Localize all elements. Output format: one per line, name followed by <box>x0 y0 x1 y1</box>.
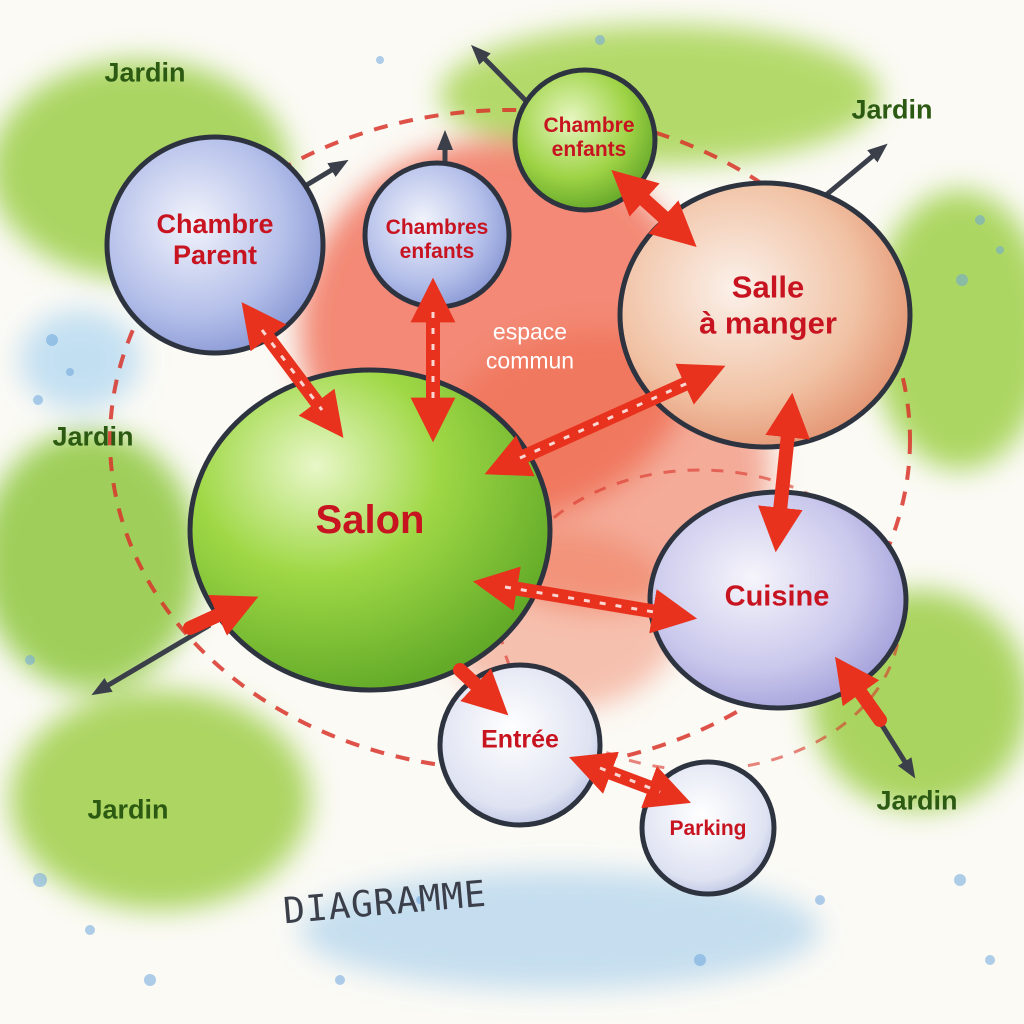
arrow-highlights <box>260 312 691 794</box>
arrow-entry-in <box>183 594 259 636</box>
label-cuisine: Cuisine <box>724 580 830 613</box>
garden-label-top-left: Jardin <box>104 57 186 88</box>
view-arrow-dining <box>818 143 888 202</box>
arrow-dining-kitchen <box>758 392 810 553</box>
view-arrow-salon <box>91 622 212 696</box>
arrow-salon-entree <box>453 663 509 716</box>
label-salon: Salon <box>315 498 425 542</box>
water-drops <box>25 35 1004 986</box>
garden-label-top-right: Jardin <box>851 94 933 125</box>
room-salon <box>187 367 553 693</box>
room-chambre-parent <box>104 134 326 356</box>
garden-label-bottom-right: Jardin <box>876 785 958 816</box>
view-arrow-top <box>470 44 532 107</box>
arrow-kitchen-in <box>835 656 887 727</box>
label-entree: Entrée <box>481 725 559 754</box>
garden-label-left: Jardin <box>52 421 134 452</box>
arrow-childroom-dining <box>611 169 697 248</box>
garden-foliage <box>0 25 1024 990</box>
label-parking: Parking <box>669 816 747 840</box>
garden-label-bottom-left: Jardin <box>87 794 169 825</box>
rooms <box>104 67 913 897</box>
